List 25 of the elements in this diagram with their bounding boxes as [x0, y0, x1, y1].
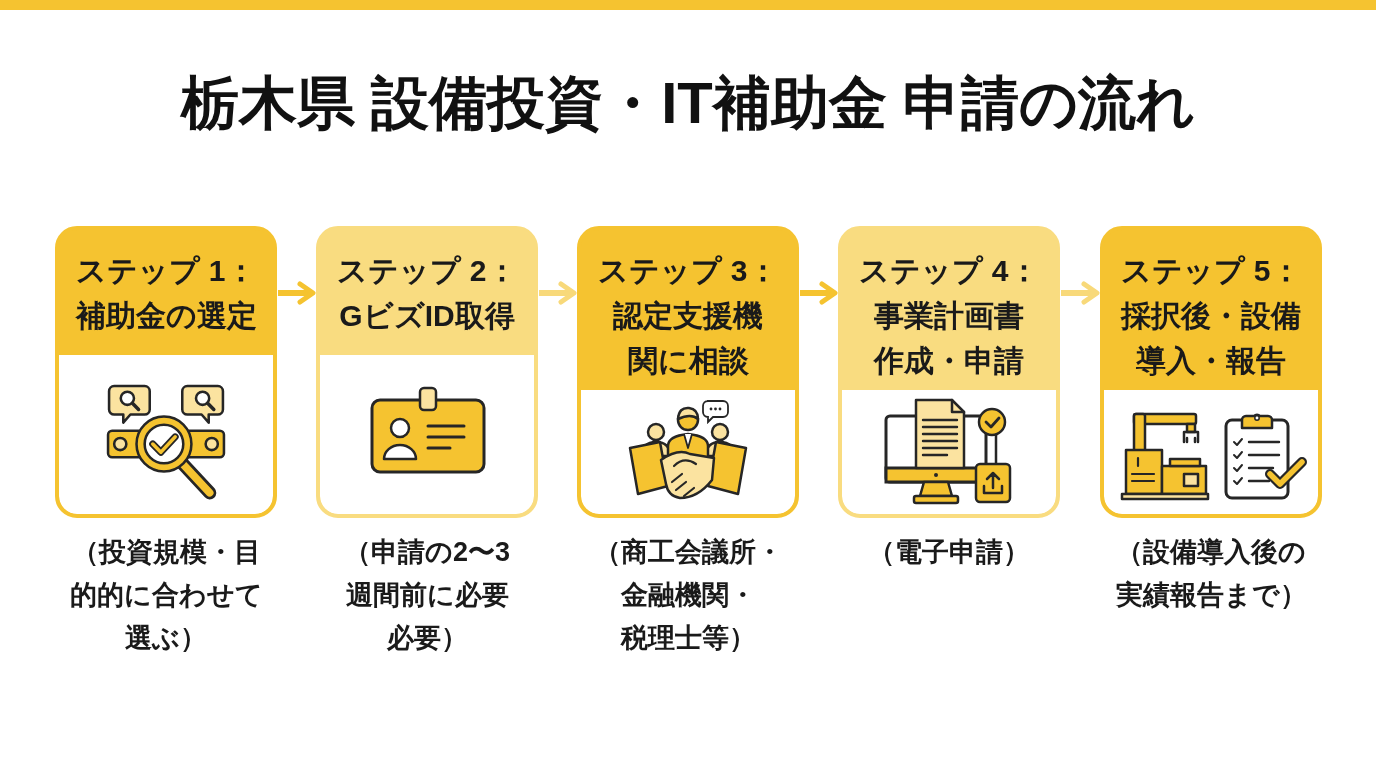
note-text: （申請の2〜3週間前に必要必要）	[342, 536, 511, 655]
step-card	[838, 226, 1060, 518]
arrow	[278, 281, 316, 305]
step-number: ステップ 4：	[859, 253, 1039, 289]
title: 栃木県 設備投資・IT補助金 申請の流れ	[181, 69, 1195, 137]
step-title: 認定支援機関に相談	[612, 298, 764, 379]
note-text: （投資規模・目的的に合わせて選ぶ）	[68, 536, 264, 655]
arrow	[539, 281, 577, 305]
note-text: （設備導入後の実績報告まで）	[1114, 536, 1308, 612]
arrow	[800, 281, 838, 305]
step-number: ステップ 3：	[598, 253, 778, 289]
step-number: ステップ 5：	[1121, 253, 1301, 289]
step-title: 採択後・設備導入・報告	[1119, 298, 1302, 379]
step-card	[55, 226, 277, 518]
note-text: （電子申請）	[868, 536, 1030, 569]
step-number: ステップ 2：	[337, 253, 517, 289]
note-text: （商工会議所・金融機関・税理士等）	[592, 536, 784, 655]
step-card	[1100, 226, 1322, 518]
step-title: 補助金の選定	[75, 298, 257, 334]
step-card	[316, 226, 538, 518]
arrow	[1061, 281, 1100, 305]
step-title: GビズID取得	[339, 298, 515, 334]
step-title: 事業計画書作成・申請	[872, 298, 1025, 379]
step-card	[577, 226, 799, 518]
step-number: ステップ 1：	[76, 253, 256, 289]
